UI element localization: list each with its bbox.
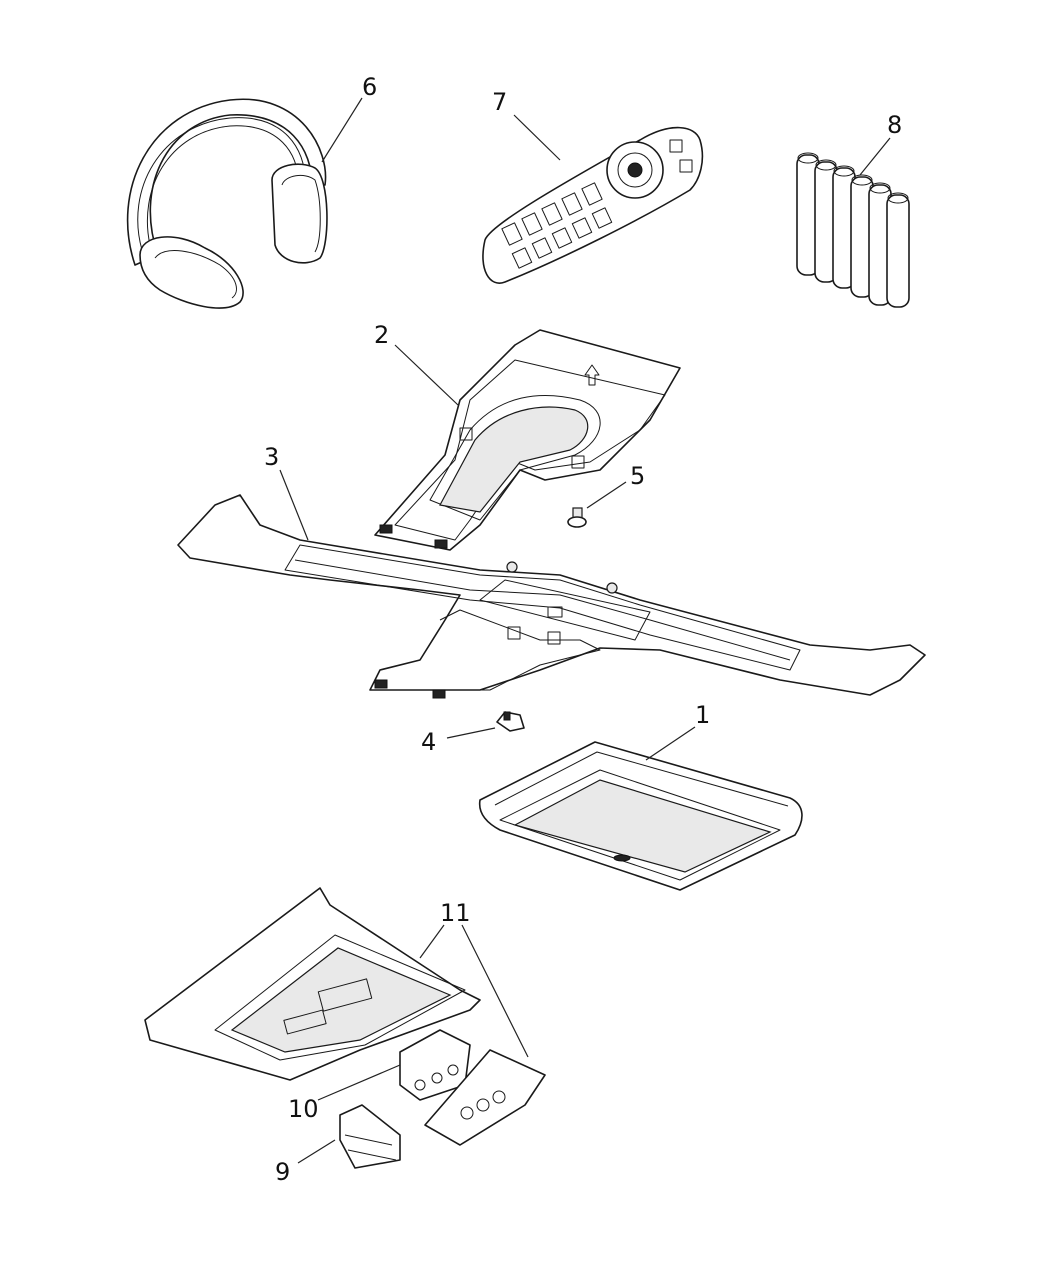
console-housing-part [144,887,481,1081]
fastener-5-part [567,507,587,528]
callout-4: 4 [421,728,436,756]
callout-1: 1 [695,701,710,729]
module-9-part [339,1104,401,1169]
bracket-plate-part [374,329,681,551]
clip-4-part [496,711,525,732]
leader-5 [586,481,627,509]
leader-10 [317,1064,401,1101]
leader-6 [321,97,363,163]
headphones-part [126,98,328,309]
callout-2: 2 [374,321,389,349]
callouts: 1 2 3 4 5 6 7 8 9 10 11 [264,73,902,1186]
leader-lines [279,97,891,1164]
remote-part [482,126,704,284]
leader-2 [394,344,459,406]
leader-8 [859,137,891,176]
batteries-part [796,152,910,308]
leader-7 [513,114,561,161]
callout-6: 6 [362,73,377,101]
callout-7: 7 [492,88,507,116]
monitor-part [478,741,803,891]
callout-3: 3 [264,443,279,471]
callout-8: 8 [887,111,902,139]
callout-10: 10 [288,1095,319,1123]
callout-5: 5 [630,462,645,490]
leader-4 [446,727,496,739]
callout-9: 9 [275,1158,290,1186]
callout-11: 11 [440,899,471,927]
leader-11a [419,924,445,959]
switch-bezel-part [424,1049,546,1146]
leader-3 [279,469,309,541]
leader-9 [297,1139,336,1164]
leader-1 [645,726,696,761]
leader-11b [461,924,529,1058]
cross-member-part [177,494,926,699]
